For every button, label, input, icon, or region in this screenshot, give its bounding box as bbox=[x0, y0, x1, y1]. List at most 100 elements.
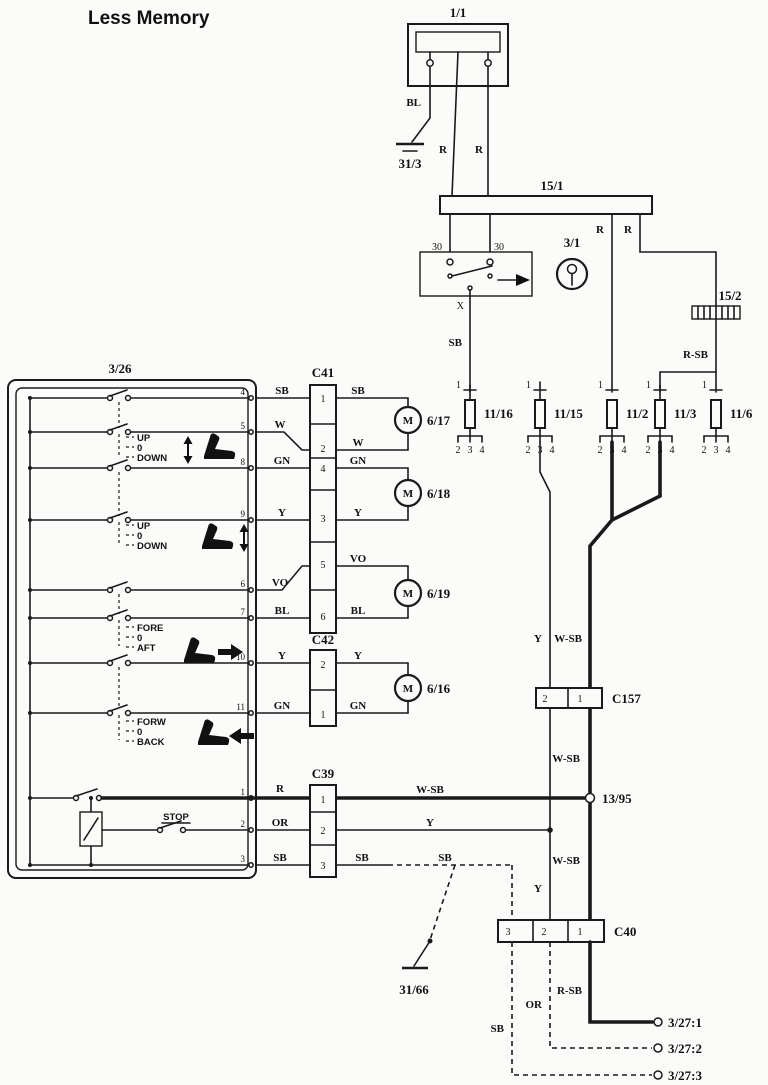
fuse-terminal-label: 2 bbox=[456, 445, 461, 456]
fuse-body bbox=[710, 399, 722, 429]
terminal-screw-icon bbox=[426, 59, 434, 67]
switch-label-down: DOWN bbox=[137, 453, 167, 464]
switch-group-height-rear: UP 0 DOWN bbox=[31, 459, 250, 553]
seat-switch-unit-3-26: 3/26 4 5 8 9 6 7 10 11 1 2 3 UP 0 DOWN bbox=[7, 361, 257, 879]
wire-r-to-fuse-15-2: R bbox=[624, 213, 717, 307]
switch-power-feed bbox=[31, 788, 256, 802]
fuse-terminal-label: 1 bbox=[598, 380, 603, 391]
c157-body bbox=[535, 687, 603, 709]
unit-pin-label: 7 bbox=[241, 607, 246, 617]
wire-label-bl: BL bbox=[351, 605, 366, 617]
switch-label-0: 0 bbox=[137, 443, 142, 454]
wire-label-sb: SB bbox=[491, 1023, 505, 1035]
fuse-terminal-label: 2 bbox=[526, 445, 531, 456]
connector-c157: 2 1 C157 bbox=[535, 687, 641, 709]
c42-pin: 1 bbox=[321, 710, 326, 721]
c41-pin: 1 bbox=[321, 394, 326, 405]
motor-m: M bbox=[403, 415, 414, 427]
fuse-terminal-label: 1 bbox=[702, 380, 707, 391]
wire-label-r: R bbox=[596, 224, 605, 236]
wire-label-y: Y bbox=[534, 883, 542, 895]
motor-m: M bbox=[403, 588, 414, 600]
fuse-terminal-label: 3 bbox=[714, 445, 719, 456]
terminal-30-label: 30 bbox=[494, 242, 504, 253]
motor-m: M bbox=[403, 488, 414, 500]
wire-label-w: W bbox=[275, 419, 286, 431]
ground-31-66-label: 31/66 bbox=[399, 982, 429, 997]
fuse-terminal-label: 2 bbox=[702, 445, 707, 456]
wire-y-fuse-to-c157: Y Y bbox=[534, 441, 553, 921]
connector-c42: C42 2 1 bbox=[309, 632, 337, 727]
unit-pin-label: 10 bbox=[236, 652, 246, 662]
fuse-body bbox=[464, 399, 476, 429]
fuse-terminal-label: 3 bbox=[538, 445, 543, 456]
ground-31-66: 31/66 bbox=[399, 864, 456, 997]
connector-c39: C39 1 2 3 bbox=[309, 766, 337, 878]
fuse-terminal-label: 3 bbox=[610, 445, 615, 456]
ignition-label: 3/1 bbox=[564, 235, 581, 250]
unit-pin-label: 2 bbox=[241, 819, 246, 829]
motor-icon bbox=[393, 478, 423, 508]
motor-6-17-label: 6/17 bbox=[427, 413, 451, 428]
switch-group-fore-aft: FORE 0 AFT bbox=[31, 581, 250, 663]
page-title: Less Memory bbox=[88, 8, 210, 29]
fuse-11-2: 1 2 3 4 11/2 bbox=[598, 380, 649, 456]
wires-unit-to-c41: SB W GN Y VO BL bbox=[255, 385, 311, 619]
wires-unit-to-c39: R OR SB bbox=[254, 783, 312, 866]
junction-icon bbox=[584, 792, 596, 804]
wire-label-wsb: W-SB bbox=[552, 753, 580, 765]
c39-body bbox=[309, 784, 337, 878]
fuse-11-3: 1 2 3 4 11/3 bbox=[646, 380, 697, 456]
control-unit-1-1: 1/1 bbox=[407, 5, 509, 88]
fuse-terminal-label: 4 bbox=[622, 445, 627, 456]
junction-label: 13/95 bbox=[602, 791, 632, 806]
switch-label-down: DOWN bbox=[137, 541, 167, 552]
c41-pin: 6 bbox=[321, 612, 326, 623]
wire-label-or: OR bbox=[526, 999, 544, 1011]
c157-label: C157 bbox=[612, 691, 641, 706]
out-1-label: 3/27:1 bbox=[668, 1015, 702, 1030]
connector-c41: C41 1 2 4 3 5 6 bbox=[309, 365, 337, 634]
c40-label: C40 bbox=[614, 924, 636, 939]
unit-pin-label: 1 bbox=[241, 787, 246, 797]
fuse-11-6: 1 2 3 4 11/6 bbox=[702, 380, 753, 456]
motor-6-18-label: 6/18 bbox=[427, 486, 451, 501]
switch-label-fore: FORE bbox=[137, 623, 163, 634]
unit-pin-label: 6 bbox=[241, 579, 246, 589]
terminal-icon bbox=[653, 1070, 663, 1080]
wire-label-or: OR bbox=[272, 817, 290, 829]
c42-pin: 2 bbox=[321, 660, 326, 671]
fuse-terminal-label: 4 bbox=[726, 445, 731, 456]
out-2-label: 3/27:2 bbox=[668, 1041, 702, 1056]
stop-switch: STOP bbox=[101, 812, 250, 834]
fuse-body bbox=[534, 399, 546, 429]
switch-label-up: UP bbox=[137, 433, 151, 444]
wire-label-vo: VO bbox=[272, 577, 289, 589]
wire-label-gn: GN bbox=[350, 700, 367, 712]
wire-label-y: Y bbox=[278, 507, 286, 519]
motor-icon bbox=[393, 578, 423, 608]
ignition-body bbox=[419, 251, 533, 297]
wire-label-sb: SB bbox=[449, 337, 463, 349]
wires-r-unit-to-fusebox: R R bbox=[439, 51, 489, 197]
wire-label-r: R bbox=[276, 783, 285, 795]
fuse-terminal-label: 4 bbox=[480, 445, 485, 456]
wire-label-sb: SB bbox=[275, 385, 289, 397]
switch-unit-inner bbox=[15, 387, 249, 871]
motor-6-17-circuit: SB W M 6/17 bbox=[335, 385, 451, 451]
c40-pin: 2 bbox=[542, 927, 547, 938]
wire-label-sb: SB bbox=[438, 852, 452, 864]
c42-body bbox=[309, 649, 337, 727]
wires-c39-right: W-SB Y SB SB bbox=[334, 784, 588, 920]
fuse-terminal-label: 1 bbox=[646, 380, 651, 391]
motor-6-18-circuit: GN Y M 6/18 bbox=[335, 455, 451, 521]
terminal-screw-icon bbox=[486, 258, 494, 266]
terminal-x-label: X bbox=[457, 301, 465, 312]
fuse-body bbox=[654, 399, 666, 429]
c42-label: C42 bbox=[312, 632, 334, 647]
unit-label: 1/1 bbox=[450, 5, 467, 20]
wire-bl-to-ground: BL 31/3 bbox=[396, 86, 431, 171]
c39-pin: 3 bbox=[321, 861, 326, 872]
wire-label-gn: GN bbox=[350, 455, 367, 467]
